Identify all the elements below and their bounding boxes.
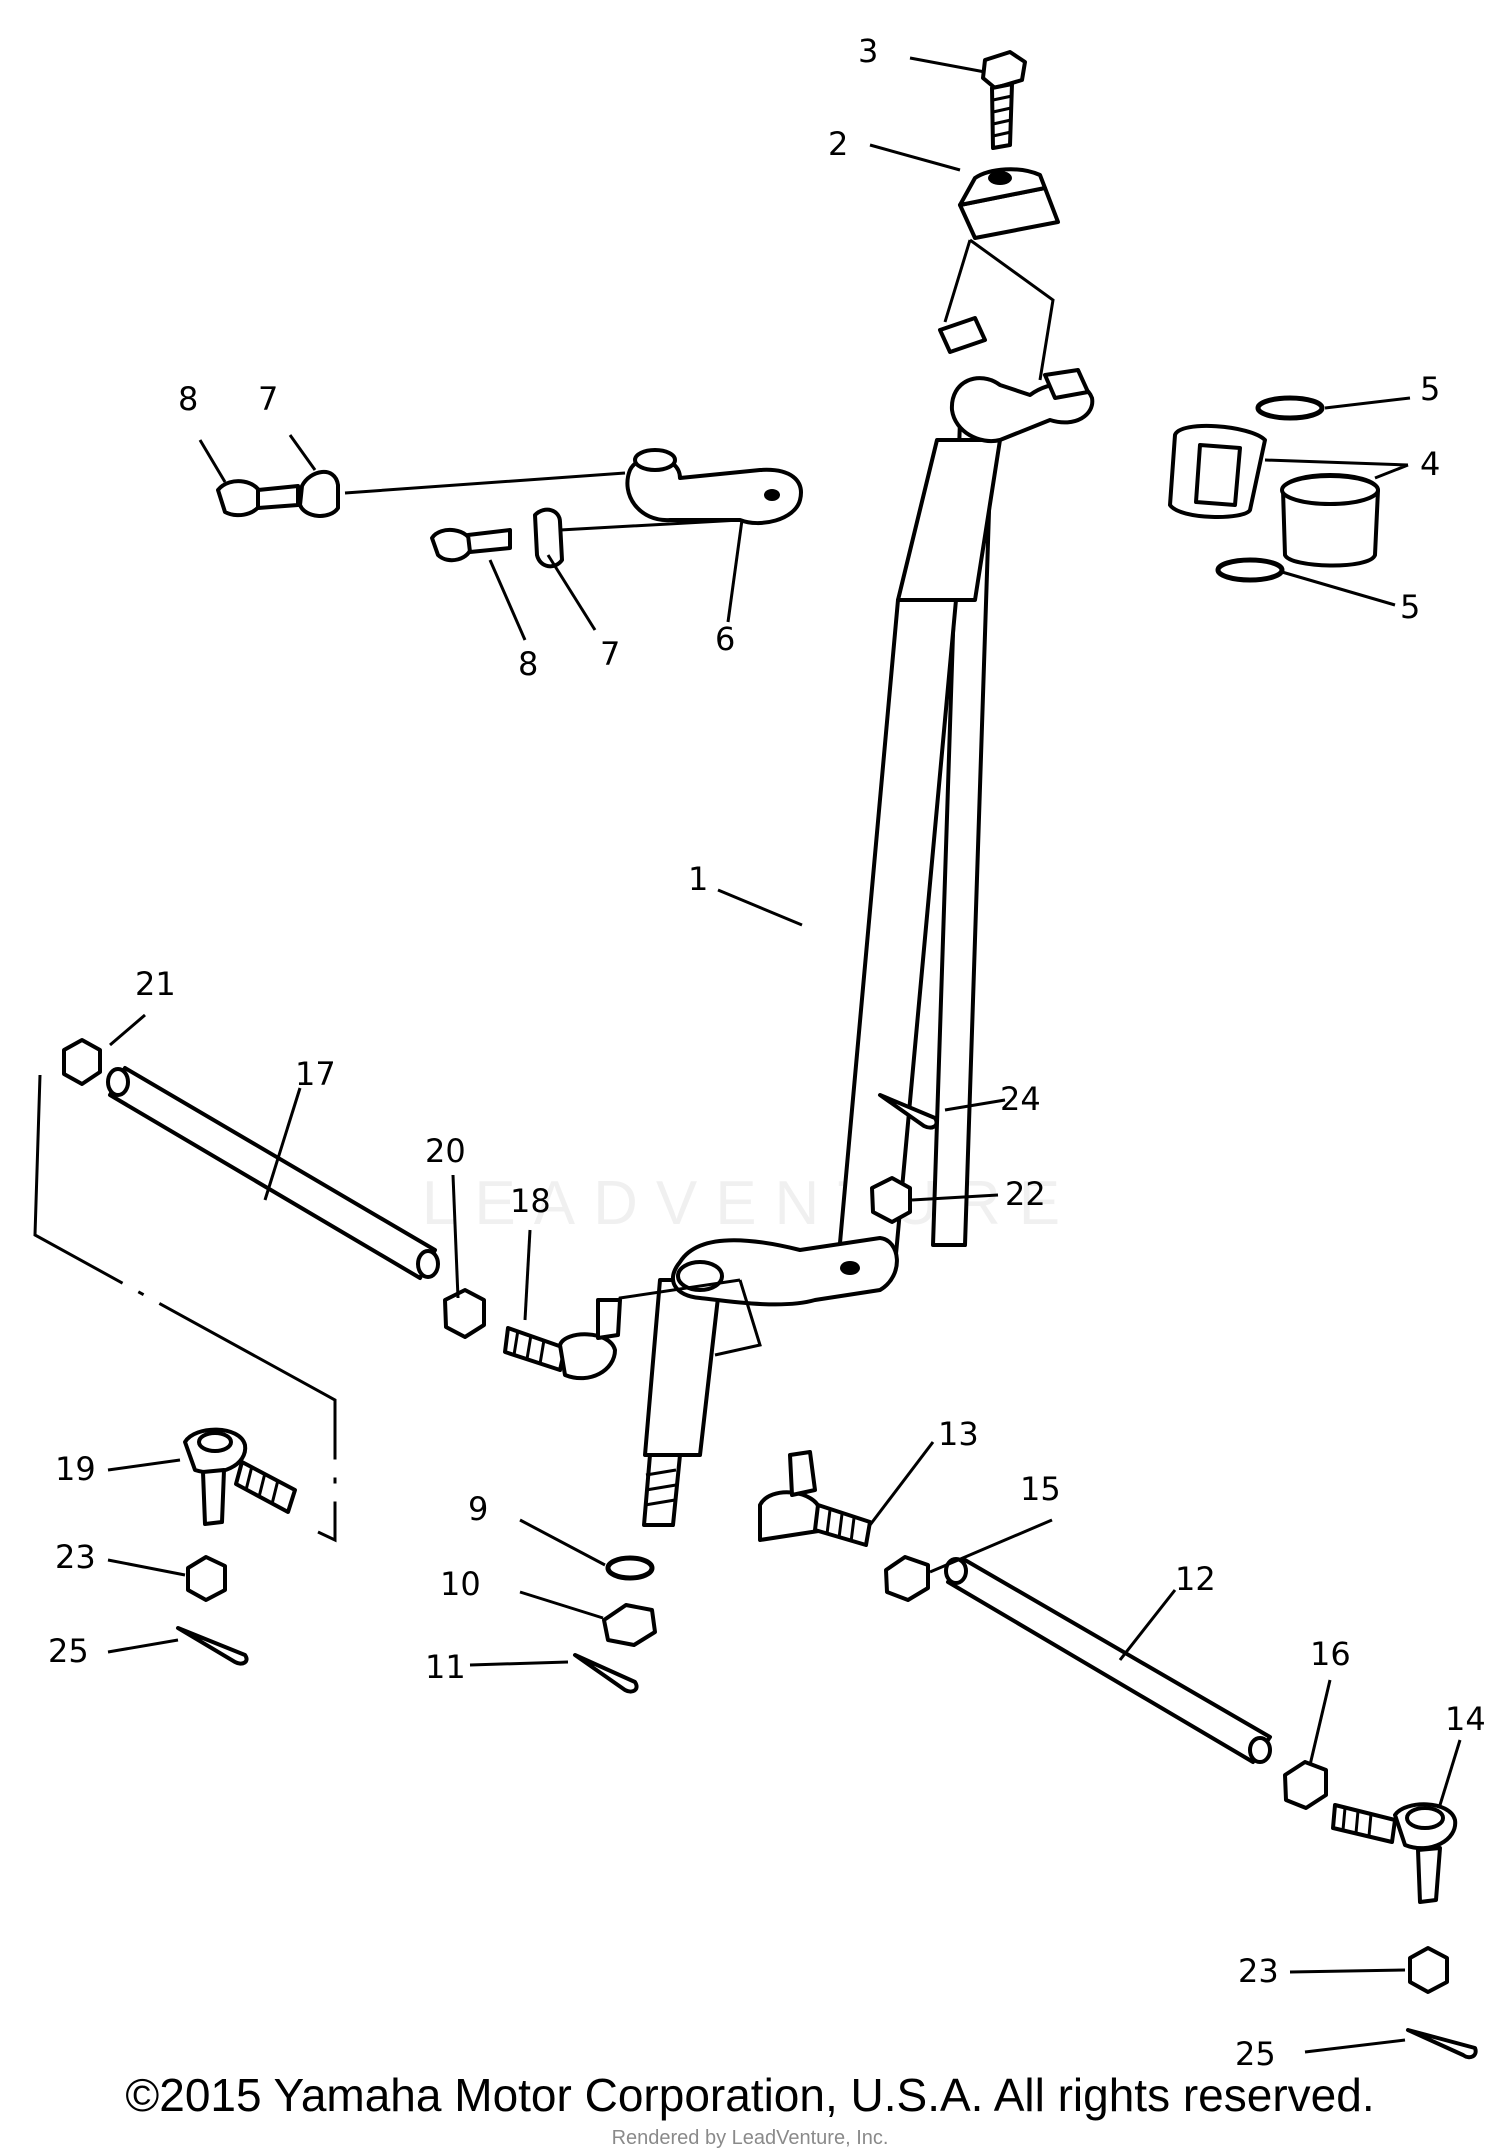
column-bushing-holder	[1168, 424, 1380, 568]
handlebar-clamp	[958, 167, 1060, 240]
pitman-cotter-pin	[878, 1093, 939, 1130]
callout-8-upper: 8	[178, 380, 198, 418]
callout-7-lower: 7	[600, 635, 620, 673]
callout-23-right: 23	[1238, 1952, 1279, 1990]
copyright-notice: ©2015 Yamaha Motor Corporation, U.S.A. A…	[125, 2069, 1375, 2121]
callout-5-lower: 5	[1400, 588, 1420, 626]
lock-plates	[298, 470, 564, 569]
right-inner-tie-rod-end	[758, 1450, 872, 1547]
callout-5-upper: 5	[1420, 370, 1440, 408]
steering-arm	[625, 448, 803, 526]
callout-25-right: 25	[1235, 2035, 1276, 2073]
callout-2: 2	[828, 125, 848, 163]
callout-20: 20	[425, 1132, 466, 1170]
callout-9: 9	[468, 1490, 488, 1528]
right-jam-nuts	[884, 1555, 1328, 1810]
callout-24: 24	[1000, 1080, 1041, 1118]
callout-1: 1	[688, 860, 708, 898]
callout-labels: 1 2 3 4 5 5 6 7 7 8 8 9 10 11 12 13 14 1…	[48, 32, 1486, 2073]
callout-13: 13	[938, 1415, 979, 1453]
tie-rod-end-cotter-pins	[176, 1626, 1478, 2060]
callout-14: 14	[1445, 1700, 1486, 1738]
steering-shaft	[642, 316, 1095, 1527]
left-outer-tie-rod-end	[183, 1427, 297, 1526]
callout-19: 19	[55, 1450, 96, 1488]
lock-plate-bolts	[216, 479, 512, 563]
bushing-washers	[1215, 395, 1325, 583]
pitman-arm-nut	[870, 1176, 912, 1224]
callout-25-left: 25	[48, 1632, 89, 1670]
callout-8-lower: 8	[518, 645, 538, 683]
callout-15: 15	[1020, 1470, 1061, 1508]
rendered-by-credit: Rendered by LeadVenture, Inc.	[611, 2127, 889, 2149]
callout-21: 21	[135, 965, 176, 1003]
callout-12: 12	[1175, 1560, 1216, 1598]
shaft-nut	[602, 1603, 657, 1647]
callout-7-upper: 7	[258, 380, 278, 418]
clamp-bolt	[981, 50, 1027, 150]
callout-22: 22	[1005, 1175, 1046, 1213]
callout-3: 3	[858, 32, 878, 70]
left-jam-nuts	[62, 1038, 486, 1339]
callout-18: 18	[510, 1182, 551, 1220]
tie-rod-end-nuts	[186, 1555, 1449, 1994]
callout-11: 11	[425, 1648, 466, 1686]
callout-6: 6	[715, 620, 735, 658]
callout-17: 17	[295, 1055, 336, 1093]
callout-4: 4	[1420, 445, 1440, 483]
left-tie-rod-bracket	[33, 1074, 337, 1543]
leader-lines	[107, 56, 1462, 2054]
shaft-cotter-pin	[573, 1653, 639, 1694]
left-inner-tie-rod-end	[503, 1298, 622, 1381]
callout-23-left: 23	[55, 1538, 96, 1576]
callout-10: 10	[440, 1565, 481, 1603]
arm-link-lines	[344, 471, 741, 532]
callout-16: 16	[1310, 1635, 1351, 1673]
right-outer-tie-rod-end	[1331, 1802, 1458, 1904]
right-tie-rod	[944, 1557, 1272, 1764]
shaft-washer	[605, 1555, 655, 1581]
